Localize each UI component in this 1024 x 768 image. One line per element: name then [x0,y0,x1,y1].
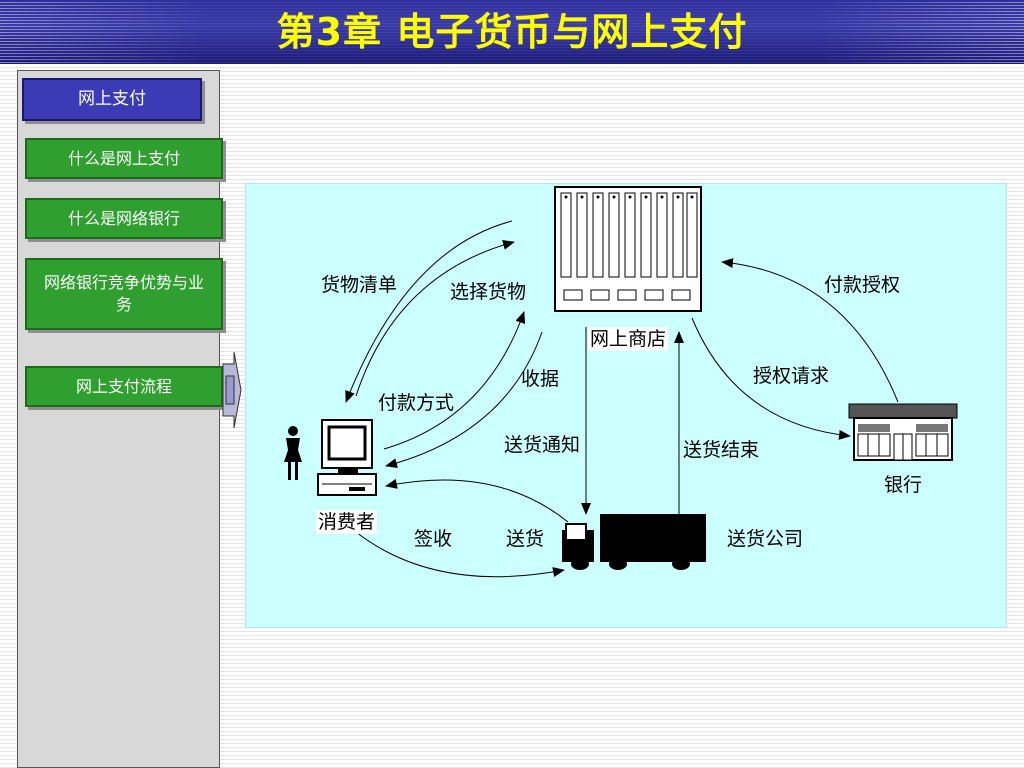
nav-online-payment-process[interactable]: 网上支付流程 [25,366,223,407]
node-online-store: 网上商店 [588,327,669,351]
edge-payment-auth [721,258,899,403]
edge-payment-method [383,311,526,450]
label-auth-request: 授权请求 [753,365,830,387]
label-deliver: 送货 [506,528,545,550]
flow-arrows [284,186,958,578]
truck-icon [562,514,706,570]
label-payment-method: 付款方式 [378,392,455,414]
sidebar-header: 网上支付 [22,78,202,121]
label-select-goods: 选择货物 [450,281,527,303]
node-shipping-company: 送货公司 [727,528,804,550]
nav-what-is-online-payment[interactable]: 什么是网上支付 [25,138,223,179]
label-sign: 签收 [414,528,453,550]
label-goods-list: 货物清单 [321,274,398,296]
label-receipt: 收据 [521,368,560,390]
bank-icon [848,403,958,461]
server-icon [554,186,702,312]
computer-icon [317,419,377,496]
current-item-arrow-icon [222,352,242,428]
label-delivery-done: 送货结束 [683,439,760,461]
slide-title: 第3章 电子货币与网上支付 [276,10,748,54]
edge-goods-list [345,220,513,403]
nav-what-is-online-bank[interactable]: 什么是网络银行 [25,198,223,239]
edge-select-goods [355,240,515,397]
nav-online-bank-advantages[interactable]: 网络银行竞争优势与业务 [25,258,223,330]
edge-receipt [385,331,543,468]
title-bar: 第3章 电子货币与网上支付 [0,0,1024,64]
person-icon [284,426,302,480]
node-bank: 银行 [884,474,923,496]
sidebar-panel [17,70,220,768]
edge-auth-request [691,317,851,440]
label-payment-auth: 付款授权 [824,274,901,296]
node-consumer: 消费者 [316,510,378,534]
label-delivery-notice: 送货通知 [504,434,581,456]
payment-flow-diagram: 网上商店 消费者 银行 送货公司 货物清单 选择货物 付款方式 收据 付款授权 … [245,183,1007,628]
edge-deliver [355,531,565,578]
edge-sign [385,478,569,523]
